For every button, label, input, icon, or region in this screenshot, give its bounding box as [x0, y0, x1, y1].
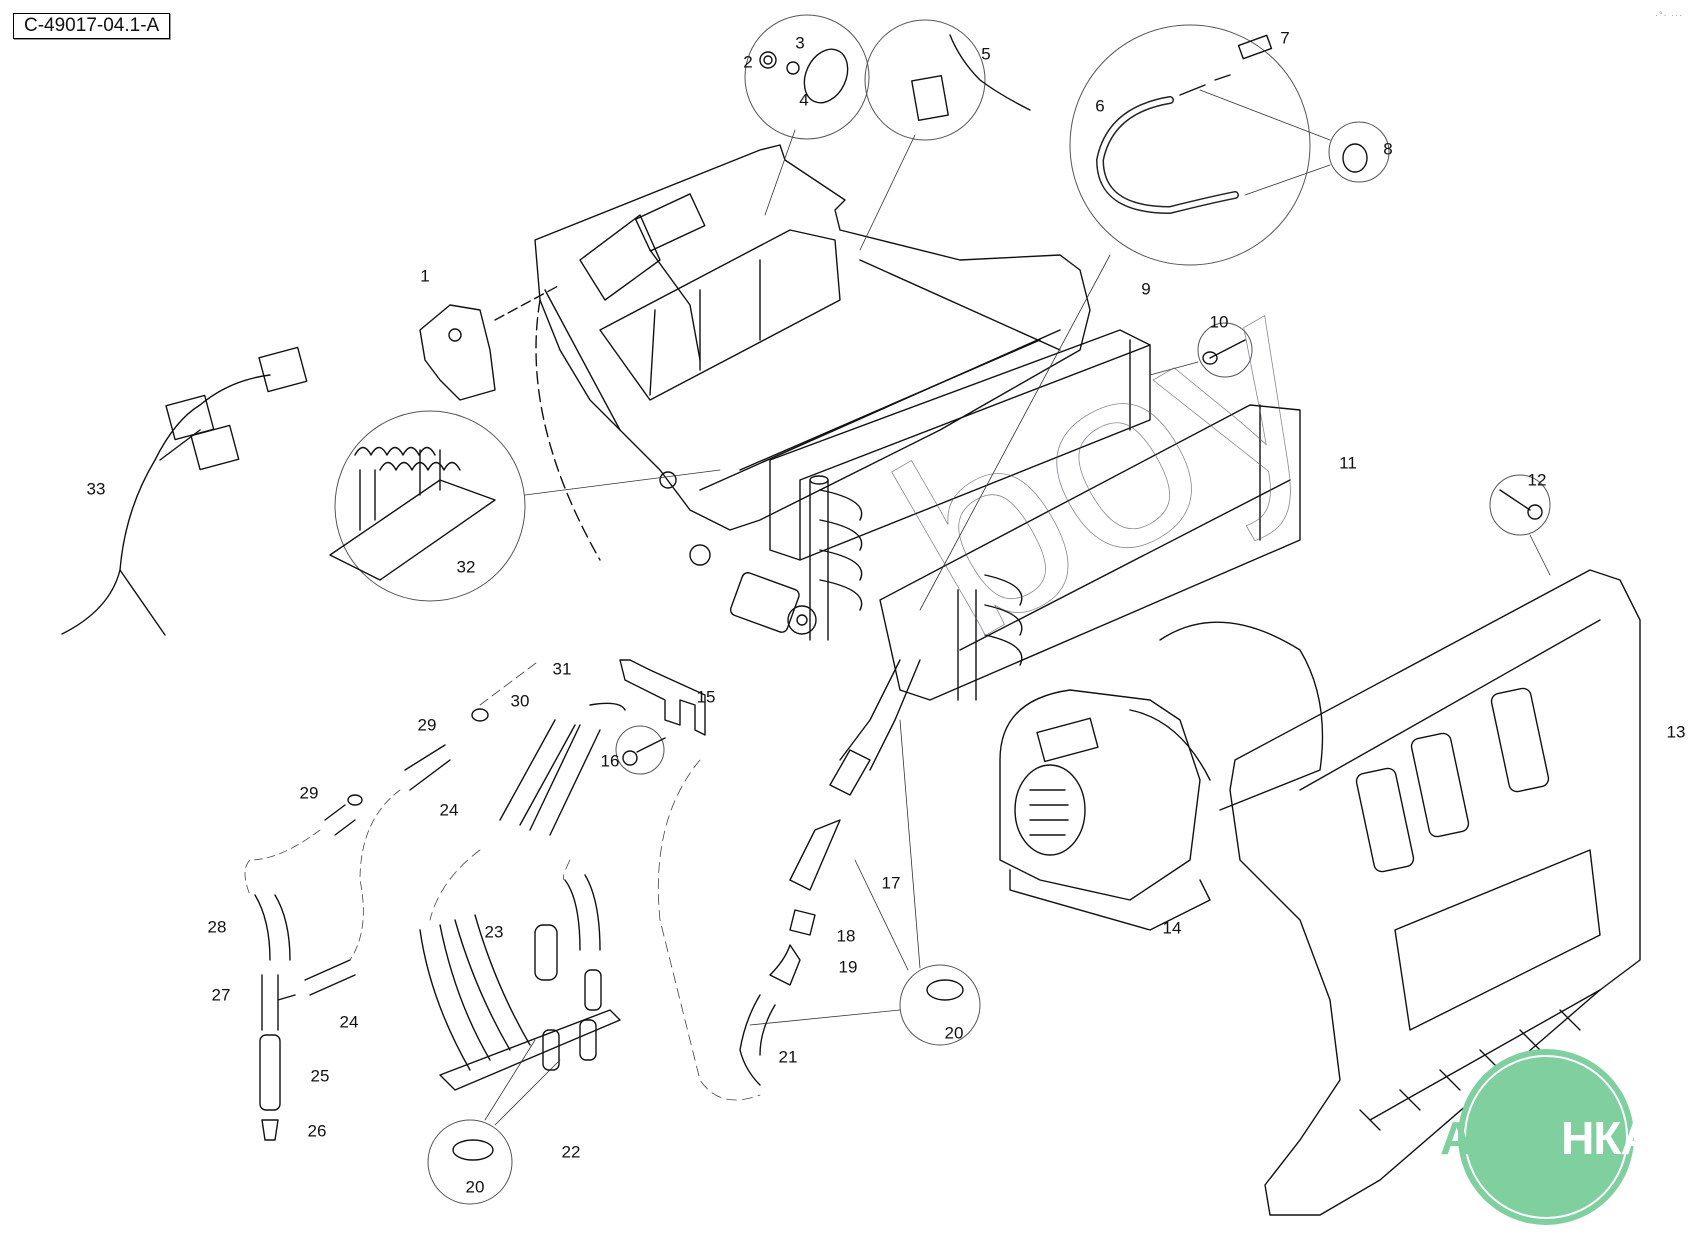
bracket-and-screw	[615, 659, 706, 775]
drain-hose-detail	[919, 24, 1311, 611]
callout-19: 19	[838, 957, 858, 977]
callout-16: 16	[600, 751, 620, 771]
callout-5: 5	[981, 44, 991, 64]
watermark-logo-circle	[1458, 1049, 1634, 1225]
callout-24-lower: 24	[339, 1012, 359, 1032]
clamp-20-right-detail	[749, 719, 981, 1046]
callout-3: 3	[795, 33, 805, 53]
callout-18: 18	[836, 926, 856, 946]
watermark-text-part1: АГРО	[1440, 1112, 1562, 1164]
resistor-detail	[329, 410, 721, 602]
bolt-12-detail	[1489, 474, 1551, 576]
callout-11: 11	[1339, 453, 1357, 473]
clamp-20-lower-detail	[427, 1039, 561, 1205]
callout-7: 7	[1280, 28, 1290, 48]
callout-23: 23	[484, 922, 504, 942]
document-id-box: C-49017-04.1-A	[13, 13, 171, 39]
callout-29-lower: 29	[299, 783, 319, 803]
callout-24-upper: 24	[439, 800, 459, 820]
corner-mark: ·°· ···	[1655, 10, 1684, 20]
callout-14: 14	[1162, 918, 1182, 938]
callout-15: 15	[696, 687, 716, 707]
callout-25: 25	[310, 1066, 330, 1086]
callout-13: 13	[1666, 722, 1686, 742]
callout-20-right: 20	[944, 1023, 964, 1043]
hose-assembly-drawing	[324, 659, 626, 836]
knob-detail	[744, 14, 870, 216]
hvac-housing	[534, 144, 1091, 566]
callout-12: 12	[1527, 470, 1547, 490]
callout-30: 30	[510, 691, 530, 711]
callout-27: 27	[211, 985, 231, 1005]
callout-32: 32	[456, 557, 476, 577]
evaporator-core	[769, 329, 1151, 561]
callout-1: 1	[420, 266, 430, 286]
hose-routing-lines	[429, 759, 761, 1101]
air-duct-cover-drawing	[1229, 569, 1641, 1216]
callout-29-upper: 29	[417, 715, 437, 735]
watermark-logo-ring	[1464, 1055, 1628, 1219]
callout-17: 17	[881, 873, 901, 893]
hose-sleeve-drawing	[739, 749, 871, 1086]
diagonal-watermark-text: boy	[854, 232, 1362, 694]
callout-2: 2	[743, 52, 753, 72]
watermark-text-part2: НКА	[1561, 1112, 1654, 1164]
manifold-plate-drawing	[419, 874, 621, 1091]
heater-core-pipes	[809, 475, 1023, 771]
faint-watermark: boy	[853, 231, 1362, 694]
clamp-8-detail	[1199, 89, 1390, 196]
callout-22: 22	[561, 1142, 581, 1162]
callout-33: 33	[86, 479, 106, 499]
callout-8: 8	[1383, 139, 1393, 159]
callout-6: 6	[1095, 96, 1105, 116]
left-piping-drawing	[244, 789, 401, 1141]
wiring-harness-drawing	[61, 346, 308, 636]
callout-10: 10	[1209, 312, 1229, 332]
watermark-logo-text: АГРОНКА	[1440, 1111, 1654, 1165]
callout-20-lower: 20	[465, 1177, 485, 1197]
callout-31: 31	[552, 659, 572, 679]
expansion-valve	[729, 572, 817, 635]
thermostat-detail	[859, 19, 1031, 251]
blower-fan-drawing	[999, 621, 1324, 931]
screw-10-detail	[1149, 322, 1253, 378]
callout-26: 26	[307, 1121, 327, 1141]
actuator-drawing	[419, 284, 561, 401]
heater-core-cover	[879, 404, 1301, 701]
callout-4: 4	[799, 90, 809, 110]
callout-28: 28	[207, 917, 227, 937]
callout-9: 9	[1141, 279, 1151, 299]
callout-21: 21	[778, 1047, 798, 1067]
